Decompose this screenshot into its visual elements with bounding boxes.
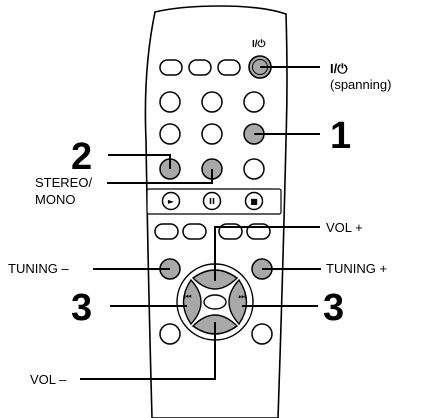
- top-pill-button-1[interactable]: [159, 59, 183, 76]
- skip-back-icon: ⏮: [184, 292, 191, 301]
- play-button[interactable]: [161, 191, 181, 211]
- top-pill-button-2[interactable]: [188, 59, 212, 76]
- skip-forward-button[interactable]: [228, 278, 248, 326]
- power-symbol-on-body: I/⏻: [252, 38, 266, 50]
- step-2-callout-line: [108, 154, 171, 169]
- vol-plus-label: VOL +: [326, 220, 363, 235]
- round-button-r3c1[interactable]: [159, 123, 181, 145]
- round-button-r4c3[interactable]: [243, 158, 265, 180]
- round-button-r7c1[interactable]: [159, 323, 181, 345]
- tuning-plus-label: TUNING +: [326, 261, 387, 276]
- step-3-left-label: 3: [71, 287, 92, 329]
- vol-plus-callout-line: [214, 226, 320, 281]
- power-sub-label: (spanning): [330, 77, 391, 92]
- dpad-center-button[interactable]: [203, 294, 227, 310]
- step-1-label: 1: [330, 115, 351, 157]
- play-icon: ►: [168, 197, 175, 206]
- power-label: I/⏻: [330, 61, 348, 76]
- top-pill-button-3[interactable]: [217, 59, 241, 76]
- skip-forward-icon: ⏭: [238, 292, 245, 301]
- step-2-label: 2: [71, 136, 92, 178]
- pill-button-row2-2[interactable]: [182, 223, 207, 240]
- pause-icon: II: [209, 197, 215, 206]
- pill-button-row2-1[interactable]: [154, 223, 179, 240]
- stereo-mono-callout-line: [107, 169, 213, 184]
- stereo-mono-label-line2: MONO: [35, 192, 75, 207]
- round-button-r3c2[interactable]: [201, 123, 223, 145]
- round-button-r2c2[interactable]: [201, 91, 223, 113]
- stop-button[interactable]: [244, 191, 264, 211]
- vol-minus-callout-line: [80, 322, 216, 380]
- callout-lines: [80, 66, 321, 380]
- stereo-mono-label-line1: STEREO/: [35, 175, 92, 190]
- tuning-minus-label: TUNING –: [8, 261, 69, 276]
- round-button-r2c1[interactable]: [159, 91, 181, 113]
- vol-minus-label: VOL –: [30, 372, 67, 387]
- pause-button[interactable]: [202, 191, 222, 211]
- step-3-right-label: 3: [323, 287, 344, 329]
- round-button-r7c3[interactable]: [251, 323, 273, 345]
- stop-icon: ■: [250, 197, 258, 206]
- skip-back-button[interactable]: [182, 278, 202, 326]
- round-button-r2c3[interactable]: [243, 91, 265, 113]
